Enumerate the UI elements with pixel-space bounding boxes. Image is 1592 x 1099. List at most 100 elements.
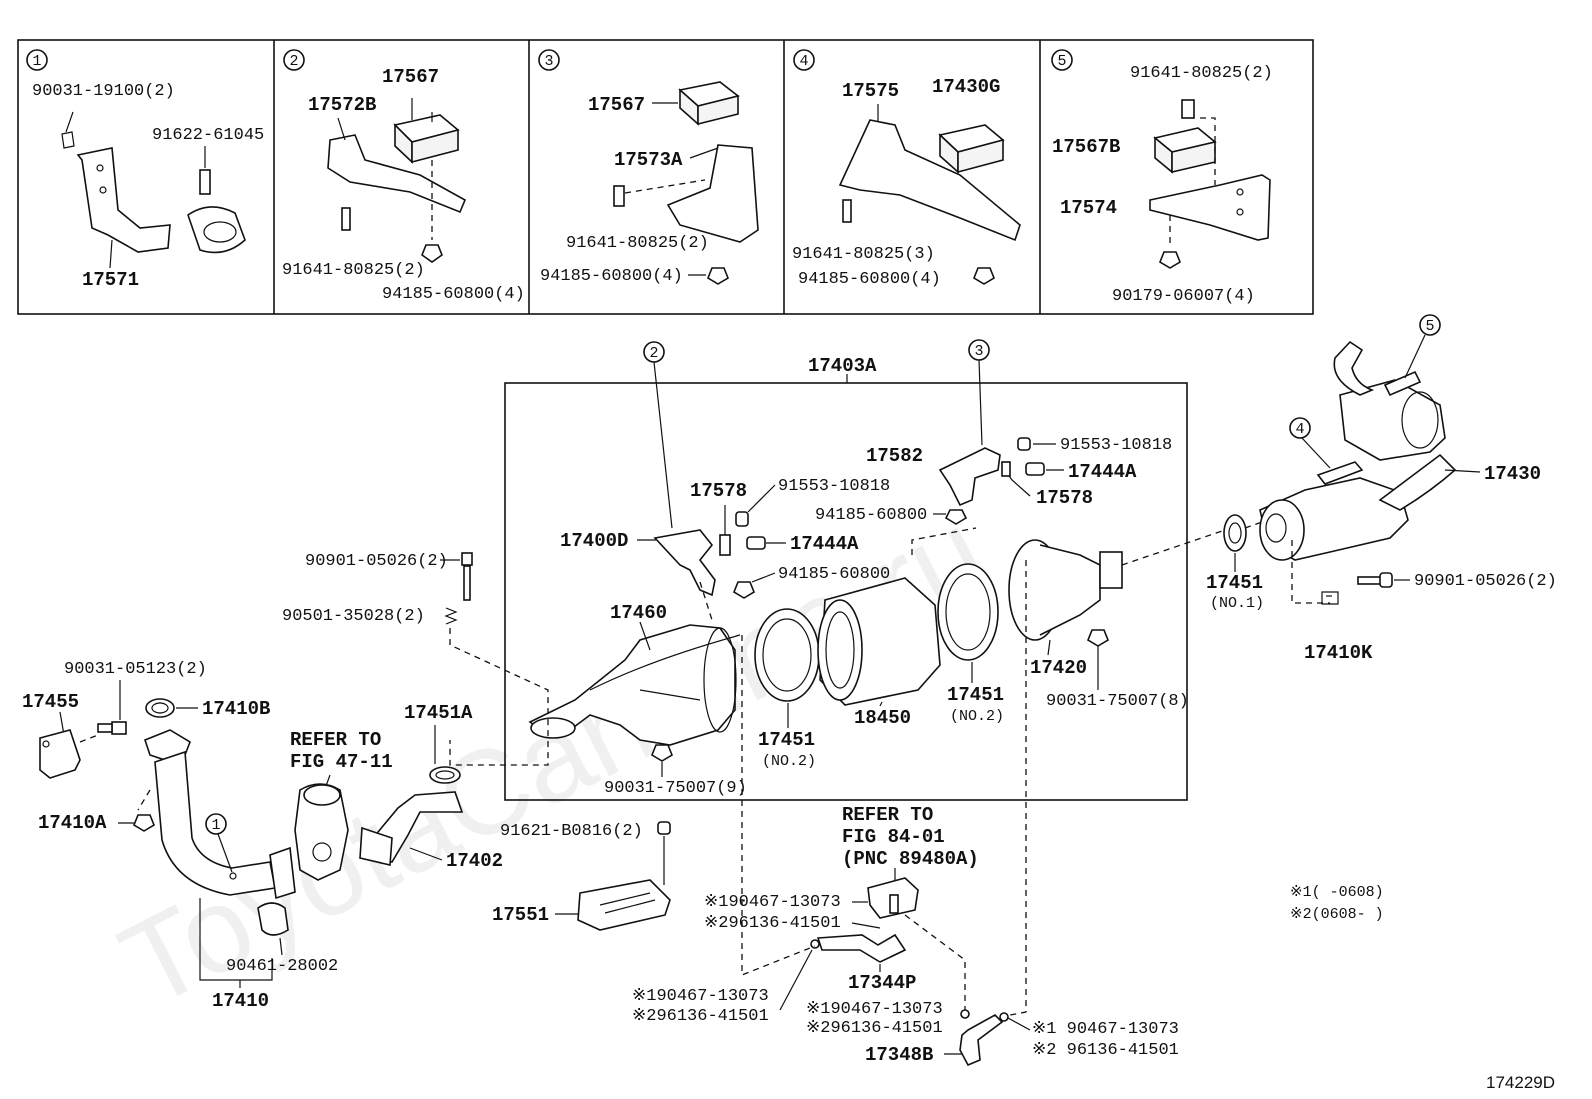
callout-3: 3 xyxy=(968,339,990,446)
part-label: 17410A xyxy=(38,812,107,834)
part-label: 18450 xyxy=(854,707,911,729)
part-label: ※1 90467-13073 xyxy=(1032,1020,1179,1039)
callout-1: 1 xyxy=(205,813,233,873)
detail-panel-4: 4 17575 17430G 91641-80825(3) 94185-6080… xyxy=(792,49,1021,289)
part-label: ※190467-13073 xyxy=(632,987,769,1006)
part-label: 90031-05123(2) xyxy=(64,660,207,679)
part-label: 17430 xyxy=(1484,463,1541,485)
panel-number: 4 xyxy=(799,53,808,70)
turbo-drawing xyxy=(294,783,349,881)
part-label: 17400D xyxy=(560,530,628,552)
panel-number: 1 xyxy=(32,53,41,70)
callout-number: 2 xyxy=(649,345,658,362)
panel-number: 3 xyxy=(544,53,553,70)
panel-number: 2 xyxy=(289,53,298,70)
part-label: 17430G xyxy=(932,76,1000,98)
hose-17348B-drawing xyxy=(959,1012,1009,1067)
sensor-drawing xyxy=(867,877,919,919)
note-1: ※1( -0608) xyxy=(1290,884,1384,901)
part-label: 17444A xyxy=(790,533,859,555)
clamp-drawing xyxy=(187,146,246,254)
detail-panel-3: 3 17567 17573A 91641-80825(2) 94185-6080… xyxy=(538,49,759,286)
gasket-17410B-drawing xyxy=(145,698,175,718)
front-pipe-17410-drawing xyxy=(144,729,296,900)
part-label: 94185-60800(4) xyxy=(382,285,525,304)
part-label: 91553-10818 xyxy=(778,477,890,496)
part-label: 90031-19100(2) xyxy=(32,82,175,101)
part-label: 17571 xyxy=(82,269,139,291)
part-label: 94185-60800 xyxy=(815,506,927,525)
part-label: 17551 xyxy=(492,904,549,926)
part-label: 90461-28002 xyxy=(226,957,338,976)
part-label: 17460 xyxy=(610,602,667,624)
detail-panels: 1 90031-19100(2) 91622-61045 17571 2 1 xyxy=(17,39,1314,315)
bracket-17572B-drawing xyxy=(327,117,467,214)
mount-drawing xyxy=(652,81,740,126)
part-label: FIG 47-11 xyxy=(290,751,393,773)
bracket-17400D-drawing xyxy=(653,529,716,597)
part-label: 17567 xyxy=(382,66,439,88)
part-label: 17420 xyxy=(1030,657,1087,679)
gasket-17451-no2-right-drawing xyxy=(937,563,999,661)
cover-17455-drawing xyxy=(39,729,81,779)
part-label: (NO.1) xyxy=(1210,595,1264,612)
part-label: 17567B xyxy=(1052,136,1120,158)
figure-code: 174229D xyxy=(1486,1073,1555,1092)
part-label: 17344P xyxy=(848,972,916,994)
part-label: REFER TO xyxy=(842,804,933,826)
part-label: (NO.2) xyxy=(762,753,816,770)
part-label: 17582 xyxy=(866,445,923,467)
part-label: 17573A xyxy=(614,149,683,171)
part-label: 91641-80825(3) xyxy=(792,245,935,264)
part-label: 17410K xyxy=(1304,642,1373,664)
part-label: 17451 xyxy=(758,729,815,751)
part-label: ※2 96136-41501 xyxy=(1032,1041,1179,1060)
part-label: 17348B xyxy=(865,1044,933,1066)
pipe-17402-drawing xyxy=(359,791,464,866)
gasket-17451-no2-left-drawing xyxy=(754,608,820,702)
heat-insulator-17551-drawing xyxy=(577,879,671,931)
part-label: 91621-B0816(2) xyxy=(500,822,643,841)
part-label: 17403A xyxy=(808,355,877,377)
part-label: 17451 xyxy=(1206,572,1263,594)
detail-panel-2: 2 17567 17572B 91641-80825(2) 94185-6080… xyxy=(282,49,525,304)
part-label: 17402 xyxy=(446,850,503,872)
pipe-17420-drawing xyxy=(1008,539,1123,641)
callout-5: 5 xyxy=(1404,314,1441,379)
bracket-17575-drawing xyxy=(838,104,1021,242)
part-label: 17451A xyxy=(404,702,473,724)
detail-panel-frame xyxy=(17,39,1314,315)
part-label: (NO.2) xyxy=(950,708,1004,725)
callout-number: 4 xyxy=(1295,421,1304,438)
part-label: 91553-10818 xyxy=(1060,436,1172,455)
callout-number: 3 xyxy=(974,343,983,360)
bracket-17573A-drawing xyxy=(666,144,759,243)
part-label: 17410 xyxy=(212,990,269,1012)
part-label: 17578 xyxy=(690,480,747,502)
part-label: 17455 xyxy=(22,691,79,713)
callout-2: 2 xyxy=(643,341,673,529)
part-label: 94185-60800(4) xyxy=(540,267,683,286)
part-label: 17575 xyxy=(842,80,899,102)
detail-panel-5: 5 91641-80825(2) 17567B 17574 90179-0600… xyxy=(1051,49,1273,306)
hose-17344P-drawing xyxy=(810,933,907,963)
callout-4: 4 xyxy=(1289,417,1331,469)
panel-number: 5 xyxy=(1057,53,1066,70)
mount-17430G-drawing xyxy=(938,124,1005,174)
bracket-17582-drawing xyxy=(938,447,1001,507)
part-label: 17578 xyxy=(1036,487,1093,509)
bracket-17574-drawing xyxy=(1149,174,1271,241)
part-label: 90501-35028(2) xyxy=(282,607,425,626)
clamp-90461-drawing xyxy=(257,902,289,936)
part-label: 17444A xyxy=(1068,461,1137,483)
converter-17460-drawing xyxy=(528,624,741,746)
part-label: ※190467-13073 xyxy=(704,893,841,912)
part-label: 91622-61045 xyxy=(152,126,264,145)
part-label: ※296136-41501 xyxy=(704,914,841,933)
part-label: (PNC 89480A) xyxy=(842,848,979,870)
bracket-17571-drawing xyxy=(61,111,171,269)
part-label: 17574 xyxy=(1060,197,1117,219)
callout-number: 5 xyxy=(1425,318,1434,335)
part-label: 90901-05026(2) xyxy=(305,552,448,571)
note-2: ※2(0608- ) xyxy=(1290,906,1384,923)
